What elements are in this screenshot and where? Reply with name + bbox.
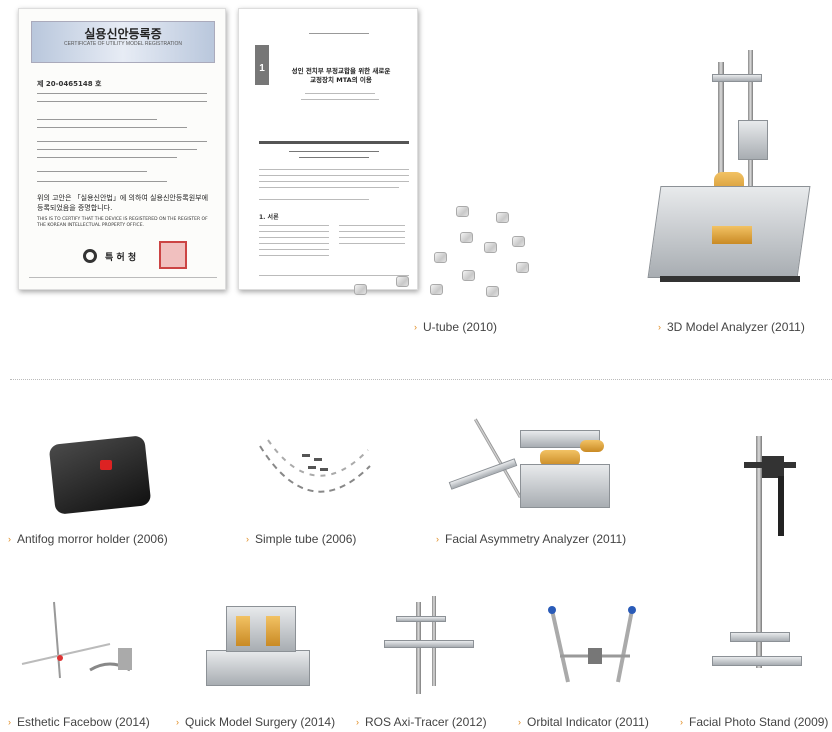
caption-arrow-icon: › xyxy=(8,534,11,544)
caption-orbital-indicator[interactable]: ›Orbital Indicator (2011) xyxy=(518,715,649,729)
caption-arrow-icon: › xyxy=(246,534,249,544)
certificate-statement-ko-1: 위의 고안은 「실용신안법」에 의하여 실용신안등록원부에 xyxy=(37,194,209,202)
kipo-logo-icon xyxy=(83,249,97,263)
section-divider xyxy=(10,379,832,380)
caption-arrow-icon: › xyxy=(176,717,179,727)
esthetic-facebow-image xyxy=(21,601,132,679)
caption-arrow-icon: › xyxy=(518,717,521,727)
caption-arrow-icon: › xyxy=(8,717,11,727)
caption-facial-photo-stand[interactable]: ›Facial Photo Stand (2009) xyxy=(680,715,829,729)
camera-icon xyxy=(762,456,784,478)
certificate-title: 실용신안등록증 xyxy=(84,27,162,41)
caption-3d-model-analyzer[interactable]: ›3D Model Analyzer (2011) xyxy=(658,320,805,334)
u-tube-piece xyxy=(462,270,475,281)
caption-arrow-icon: › xyxy=(414,322,417,332)
u-tube-piece xyxy=(430,284,443,295)
chapter-band xyxy=(255,45,269,85)
caption-antifog-mirror-holder[interactable]: ›Antifog morror holder (2006) xyxy=(8,532,168,546)
u-tube-piece xyxy=(354,284,367,295)
certificate-statement-ko-2: 등록되었음을 증명합니다. xyxy=(37,204,113,212)
journal-paper: 1 성인 전치부 부정교합을 위한 새로운 교정장치 MTA의 이용 1. 서론 xyxy=(238,8,418,290)
official-seal-icon xyxy=(159,241,187,269)
certificate-header xyxy=(31,21,215,63)
simple-tube-image xyxy=(259,439,371,493)
caption-arrow-icon: › xyxy=(436,534,439,544)
caption-facial-asymmetry-analyzer[interactable]: ›Facial Asymmetry Analyzer (2011) xyxy=(436,532,627,546)
u-tube-piece xyxy=(456,206,469,217)
certificate-subtitle: CERTIFICATE OF UTILITY MODEL REGISTRATIO… xyxy=(63,41,183,47)
u-tube-piece xyxy=(460,232,473,243)
u-tube-piece xyxy=(486,286,499,297)
u-tube-piece xyxy=(484,242,497,253)
paper-title: 성인 전치부 부정교합을 위한 새로운 교정장치 MTA의 이용 xyxy=(291,67,391,84)
orbital-indicator-image xyxy=(548,606,636,683)
caption-arrow-icon: › xyxy=(680,717,683,727)
chapter-number: 1 xyxy=(259,63,265,74)
certificate-reg-no: 제 20-0465148 호 xyxy=(37,80,102,88)
u-tube-piece xyxy=(516,262,529,273)
caption-arrow-icon: › xyxy=(356,717,359,727)
caption-ros-axi-tracer[interactable]: ›ROS Axi-Tracer (2012) xyxy=(356,715,487,729)
utility-model-certificate: 실용신안등록증 CERTIFICATE OF UTILITY MODEL REG… xyxy=(18,8,226,290)
paper-section-heading: 1. 서론 xyxy=(259,214,279,221)
u-tube-piece xyxy=(496,212,509,223)
caption-esthetic-facebow[interactable]: ›Esthetic Facebow (2014) xyxy=(8,715,150,729)
u-tube-piece xyxy=(396,276,409,287)
u-tube-piece xyxy=(512,236,525,247)
power-switch-icon xyxy=(100,460,112,470)
certificate-issuer: 특 허 청 xyxy=(105,253,137,263)
caption-quick-model-surgery[interactable]: ›Quick Model Surgery (2014) xyxy=(176,715,336,729)
caption-simple-tube[interactable]: ›Simple tube (2006) xyxy=(246,532,357,546)
u-tube-piece xyxy=(434,252,447,263)
caption-arrow-icon: › xyxy=(658,322,661,332)
caption-u-tube[interactable]: ›U-tube (2010) xyxy=(414,320,498,334)
certificate-statement-en: THIS IS TO CERTIFY THAT THE DEVICE IS RE… xyxy=(37,217,208,228)
